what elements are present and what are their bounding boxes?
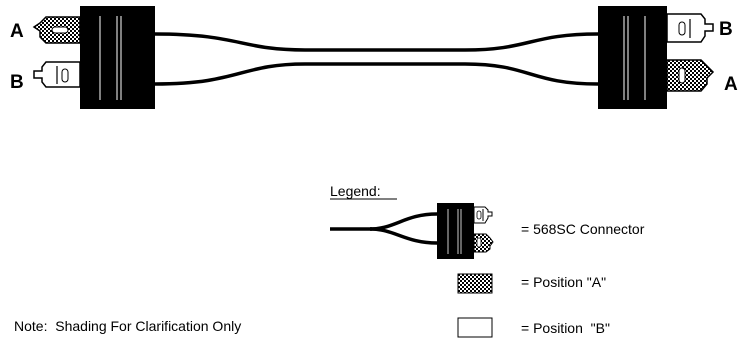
label-right-top: B [719, 19, 733, 40]
legend-position-b-swatch [457, 317, 493, 338]
label-left-bottom: B [10, 72, 24, 93]
main-cable [154, 32, 599, 86]
left-connector [32, 6, 155, 109]
cable-fiber-bottom [154, 62, 599, 86]
label-right-bottom: A [724, 74, 738, 95]
label-left-top: A [10, 21, 24, 42]
right-connector [598, 6, 715, 109]
legend-connector-icon [330, 203, 494, 259]
legend: Legend: = 568SC Connector = Position "A" [330, 183, 645, 338]
cable-fiber-top [154, 32, 599, 52]
legend-position-b-text: = Position "B" [521, 320, 610, 336]
legend-title: Legend: [330, 183, 381, 199]
right-connector-body [598, 6, 667, 109]
legend-position-a-swatch [457, 273, 493, 294]
right-bottom-ferrule [666, 59, 715, 92]
legend-position-a-text: = Position "A" [521, 274, 606, 290]
shading-note: Note: Shading For Clarification Only [14, 318, 241, 334]
legend-connector-text: = 568SC Connector [521, 221, 645, 237]
